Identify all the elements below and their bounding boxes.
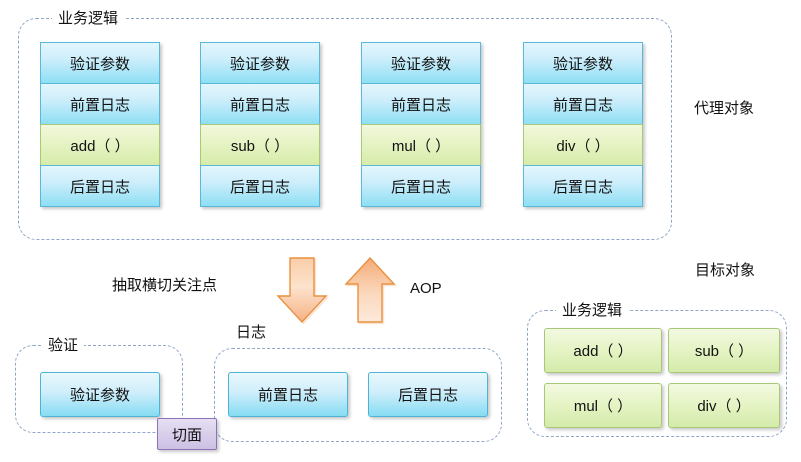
up-arrow <box>344 256 398 326</box>
proxy-cell-validate[interactable]: 验证参数 <box>361 42 481 84</box>
proxy-column-div: 验证参数 前置日志 div（ ） 后置日志 <box>523 42 643 207</box>
proxy-cell-after-log[interactable]: 后置日志 <box>361 165 481 207</box>
proxy-column-add: 验证参数 前置日志 add（ ） 后置日志 <box>40 42 160 207</box>
proxy-column-sub: 验证参数 前置日志 sub（ ） 后置日志 <box>200 42 320 207</box>
proxy-object-side-label: 代理对象 <box>694 100 755 117</box>
log-aspect-group <box>214 348 502 442</box>
target-object-group <box>527 310 787 437</box>
log-group-label: 日志 <box>230 324 273 341</box>
extract-crosscutting-label: 抽取横切关注点 <box>112 277 218 294</box>
proxy-cell-after-log[interactable]: 后置日志 <box>40 165 160 207</box>
proxy-cell-before-log[interactable]: 前置日志 <box>200 83 320 125</box>
proxy-column-mul: 验证参数 前置日志 mul（ ） 后置日志 <box>361 42 481 207</box>
proxy-cell-validate[interactable]: 验证参数 <box>40 42 160 84</box>
proxy-cell-validate[interactable]: 验证参数 <box>523 42 643 84</box>
target-object-side-label: 目标对象 <box>695 262 756 279</box>
proxy-cell-method[interactable]: mul（ ） <box>361 124 481 166</box>
target-group-label: 业务逻辑 <box>556 302 629 319</box>
target-method-add[interactable]: add（ ） <box>544 328 662 373</box>
aspect-box-after-log[interactable]: 后置日志 <box>368 372 488 417</box>
proxy-cell-method[interactable]: sub（ ） <box>200 124 320 166</box>
down-arrow <box>276 256 330 326</box>
proxy-group-label: 业务逻辑 <box>52 10 125 27</box>
proxy-cell-before-log[interactable]: 前置日志 <box>40 83 160 125</box>
target-method-mul[interactable]: mul（ ） <box>544 383 662 428</box>
validate-aspect-group <box>15 345 183 433</box>
proxy-cell-after-log[interactable]: 后置日志 <box>200 165 320 207</box>
proxy-cell-before-log[interactable]: 前置日志 <box>523 83 643 125</box>
validate-group-label: 验证 <box>42 337 85 354</box>
proxy-cell-method[interactable]: add（ ） <box>40 124 160 166</box>
aspect-box-before-log[interactable]: 前置日志 <box>228 372 348 417</box>
proxy-cell-after-log[interactable]: 后置日志 <box>523 165 643 207</box>
aspect-tag[interactable]: 切面 <box>157 418 217 450</box>
aspect-box-validate-param[interactable]: 验证参数 <box>40 372 160 417</box>
proxy-cell-before-log[interactable]: 前置日志 <box>361 83 481 125</box>
target-method-div[interactable]: div（ ） <box>668 383 780 428</box>
proxy-cell-validate[interactable]: 验证参数 <box>200 42 320 84</box>
target-method-sub[interactable]: sub（ ） <box>668 328 780 373</box>
proxy-object-group <box>18 18 672 240</box>
proxy-cell-method[interactable]: div（ ） <box>523 124 643 166</box>
aop-label: AOP <box>410 280 442 297</box>
